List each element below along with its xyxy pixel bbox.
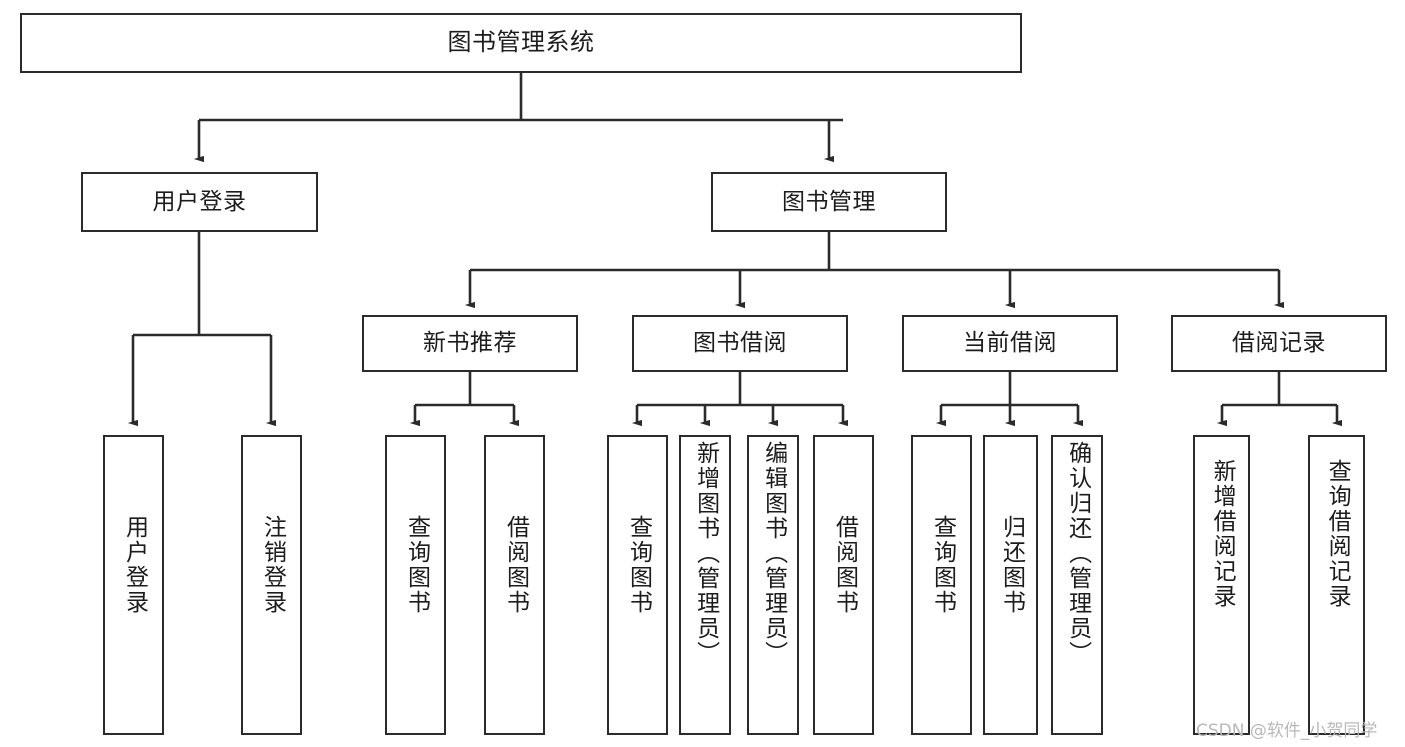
leaf-query-book-recommend[interactable]: 查询图书: [385, 435, 446, 735]
leaf-add-book-admin[interactable]: 新增图书（管理员）: [679, 435, 731, 735]
node-label: 图书管理: [782, 188, 876, 215]
node-label: 新增图书（管理员）: [692, 441, 719, 666]
node-label: 用户登录: [121, 515, 148, 615]
node-label: 当前借阅: [963, 330, 1057, 357]
node-label: 新书推荐: [423, 330, 517, 357]
leaf-user-login[interactable]: 用户登录: [103, 435, 164, 735]
node-label: 用户登录: [152, 188, 247, 215]
leaf-confirm-return-admin[interactable]: 确认归还（管理员）: [1051, 435, 1103, 735]
node-label: 编辑图书（管理员）: [760, 441, 787, 666]
node-label: 新增借阅记录: [1209, 459, 1236, 609]
leaf-borrow-book-recommend[interactable]: 借阅图书: [484, 435, 545, 735]
node-label: 查询借阅记录: [1324, 459, 1351, 609]
leaf-logout[interactable]: 注销登录: [241, 435, 302, 735]
watermark-text: CSDN @软件_小贺同学: [1196, 721, 1378, 741]
node-book-borrow[interactable]: 图书借阅: [632, 315, 848, 372]
node-label: 查询图书: [929, 515, 956, 615]
node-label: 确认归还（管理员）: [1064, 441, 1091, 666]
leaf-add-borrow-record[interactable]: 新增借阅记录: [1193, 435, 1250, 735]
node-user-login[interactable]: 用户登录: [81, 172, 318, 232]
node-label: 借阅图书: [502, 515, 529, 615]
node-book-management[interactable]: 图书管理: [711, 172, 947, 232]
leaf-return-book[interactable]: 归还图书: [983, 435, 1038, 735]
leaf-edit-book-admin[interactable]: 编辑图书（管理员）: [747, 435, 799, 735]
node-label: 图书借阅: [693, 330, 787, 357]
leaf-borrow-book[interactable]: 借阅图书: [813, 435, 874, 735]
leaf-query-book-borrow[interactable]: 查询图书: [607, 435, 668, 735]
leaf-query-borrow-record[interactable]: 查询借阅记录: [1308, 435, 1365, 735]
node-new-book-recommend[interactable]: 新书推荐: [362, 315, 578, 372]
node-label: 借阅图书: [831, 515, 858, 615]
node-label: 查询图书: [625, 515, 652, 615]
node-root-book-management-system[interactable]: 图书管理系统: [20, 13, 1022, 73]
node-label: 借阅记录: [1232, 330, 1326, 357]
node-borrow-record[interactable]: 借阅记录: [1171, 315, 1387, 372]
node-label: 注销登录: [259, 515, 286, 615]
node-label: 查询图书: [403, 515, 430, 615]
node-label: 图书管理系统: [447, 28, 595, 57]
leaf-query-book-current[interactable]: 查询图书: [911, 435, 972, 735]
node-current-borrow[interactable]: 当前借阅: [902, 315, 1118, 372]
node-label: 归还图书: [998, 515, 1025, 615]
